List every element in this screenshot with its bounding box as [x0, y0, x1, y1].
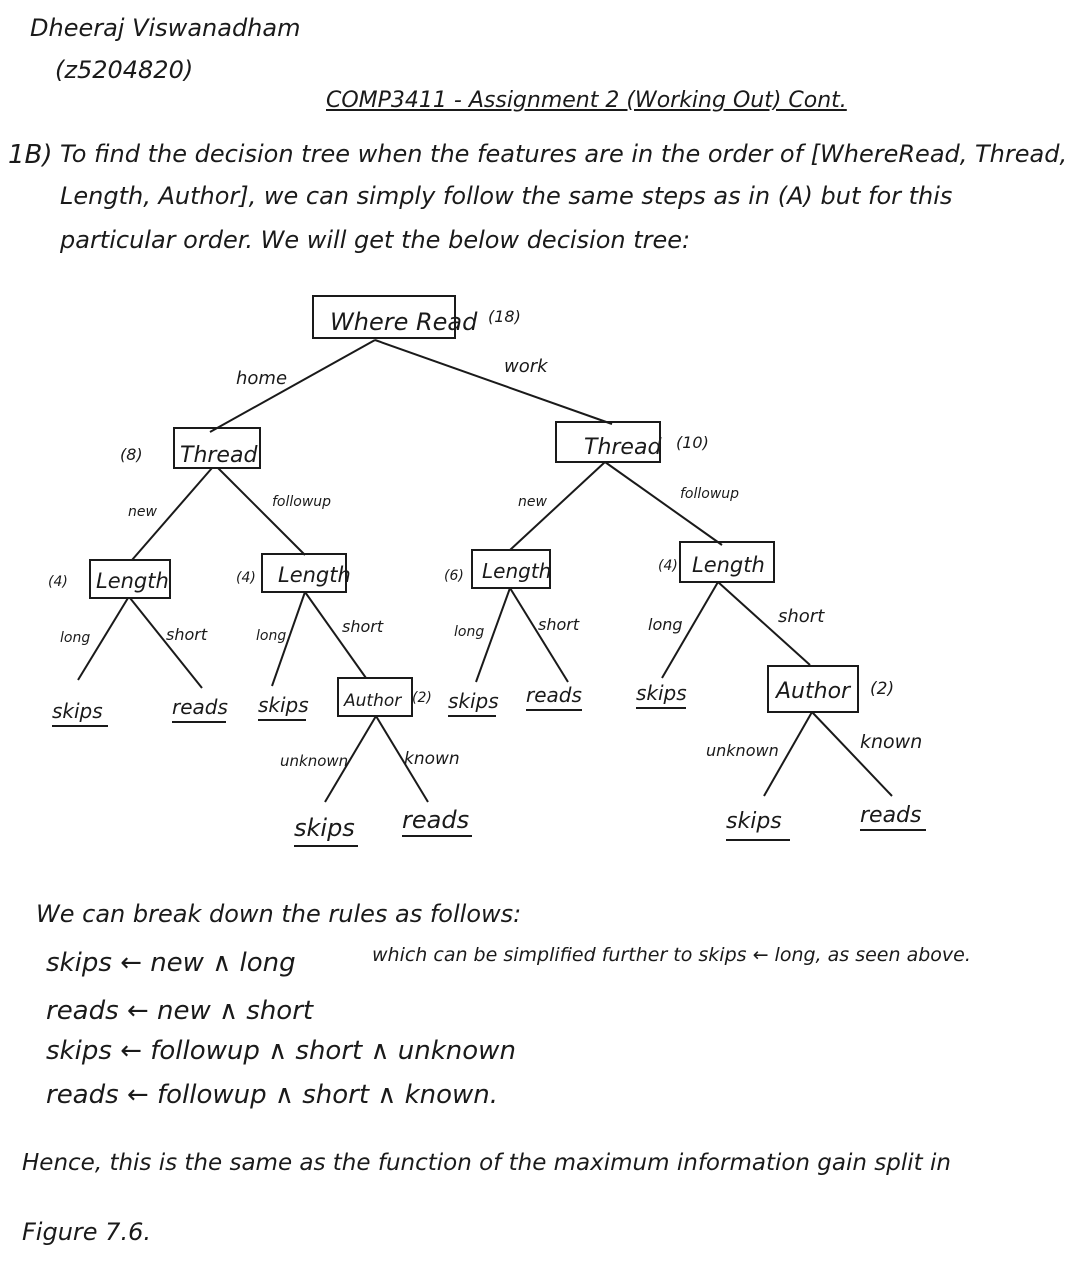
edge-label-long-3: long [454, 624, 484, 640]
edge-label-unknown-right: unknown [706, 741, 779, 760]
leaf-reads-3: reads [526, 683, 582, 707]
author-name: Dheeraj Viswanadham [30, 14, 301, 42]
node-author-left: Author [343, 691, 402, 711]
node-thread-left: Thread [180, 443, 258, 468]
edge-label-long-2: long [256, 628, 286, 644]
edge-home [209, 339, 376, 433]
edge-l4-short [717, 581, 811, 666]
edge-label-short-1: short [166, 625, 208, 644]
node-author-right: Author [774, 679, 852, 704]
edge-label-long-4: long [648, 615, 683, 634]
intro-line-2: Length, Author], we can simply follow th… [60, 182, 953, 210]
edge-label-known-right: known [860, 731, 922, 753]
edge-left-followup [217, 467, 306, 556]
count-length-1: (4) [48, 574, 68, 590]
edge-ar-unknown [763, 711, 813, 797]
edge-left-new [131, 467, 213, 561]
leaf-reads-author-left: reads [402, 806, 469, 834]
node-box-length-4 [679, 541, 775, 583]
edge-l1-short [129, 597, 203, 689]
edge-al-unknown [324, 715, 377, 803]
count-thread-left: (8) [120, 445, 143, 464]
leaf-skips-1: skips [52, 699, 103, 723]
edge-label-followup-right: followup [680, 486, 739, 502]
rules-intro: We can break down the rules as follows: [36, 900, 522, 928]
edge-label-new-left: new [128, 504, 157, 520]
node-box-thread-right [555, 421, 661, 463]
node-length-1: Length [96, 569, 169, 593]
edge-al-known [375, 715, 429, 803]
rule-1-note: which can be simplified further to skips… [372, 944, 971, 966]
count-root: (18) [488, 307, 521, 326]
count-length-4: (4) [658, 558, 678, 574]
edge-l3-long [475, 587, 511, 683]
rule-3: skips ← followup ∧ short ∧ unknown [46, 1036, 516, 1066]
edge-label-followup-left: followup [272, 494, 331, 510]
edge-label-short-3: short [538, 615, 580, 634]
edge-l1-long [77, 597, 129, 681]
question-label: 1B) [8, 140, 53, 170]
page-title: COMP3411 - Assignment 2 (Working Out) Co… [326, 88, 847, 113]
node-box-author-right [767, 665, 859, 713]
edge-label-work: work [504, 356, 549, 377]
leaf-reads-1: reads [172, 695, 228, 719]
edge-label-short-4: short [778, 606, 825, 627]
edge-label-home: home [236, 368, 287, 389]
leaf-skips-3: skips [448, 689, 499, 713]
edge-work [374, 339, 613, 425]
rule-4: reads ← followup ∧ short ∧ known. [46, 1080, 499, 1110]
edge-l3-short [509, 587, 569, 683]
conclusion-line-1: Hence, this is the same as the function … [22, 1150, 951, 1176]
edge-l2-short [304, 591, 367, 679]
edge-label-long-1: long [60, 630, 90, 646]
count-length-2: (4) [236, 570, 256, 586]
count-thread-right: (10) [676, 433, 709, 452]
count-author-left: (2) [412, 690, 432, 706]
edge-ar-known [811, 711, 893, 797]
node-box-length-1 [89, 559, 171, 599]
leaf-skips-4: skips [636, 681, 687, 705]
node-thread-right: Thread [584, 435, 662, 460]
node-box-length-2 [261, 553, 347, 593]
edge-right-followup [604, 461, 723, 546]
rule-2: reads ← new ∧ short [46, 996, 314, 1026]
leaf-reads-author-right: reads [860, 803, 922, 828]
rule-1: skips ← new ∧ long [46, 948, 296, 978]
count-length-3: (6) [444, 568, 464, 584]
node-box-thread-left [173, 427, 261, 469]
leaf-skips-2: skips [258, 693, 309, 717]
intro-line-3: particular order. We will get the below … [60, 226, 691, 254]
edge-label-short-2: short [342, 617, 384, 636]
edge-label-known-left: known [404, 749, 460, 769]
edge-label-unknown-left: unknown [280, 752, 348, 770]
edge-right-new [509, 461, 606, 551]
edge-label-new-right: new [518, 494, 547, 510]
leaf-skips-author-left: skips [294, 814, 355, 842]
edge-l4-long [661, 581, 719, 679]
student-id: (z5204820) [55, 56, 194, 84]
node-box-root [312, 295, 456, 339]
leaf-skips-author-right: skips [726, 809, 782, 834]
node-length-4: Length [692, 553, 765, 577]
node-root: Where Read [330, 308, 478, 336]
node-length-2: Length [278, 563, 351, 587]
count-author-right: (2) [870, 679, 894, 699]
intro-line-1: To find the decision tree when the featu… [60, 140, 1068, 168]
node-length-3: Length [482, 559, 551, 583]
node-box-author-left [337, 677, 413, 717]
node-box-length-3 [471, 549, 551, 589]
edge-l2-long [271, 591, 306, 687]
conclusion-line-2: Figure 7.6. [22, 1218, 151, 1246]
